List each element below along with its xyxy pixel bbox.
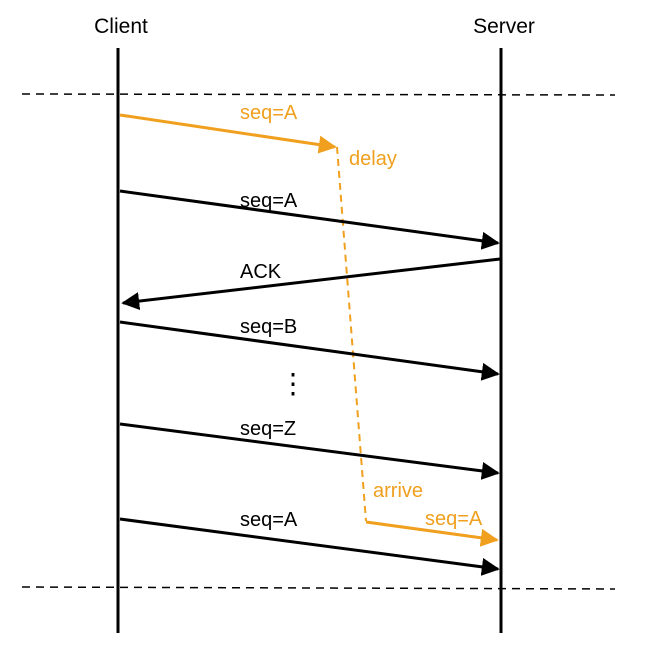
delayed-send-label: seq=A (240, 102, 298, 124)
message-label-seq-z: seq=Z (240, 418, 296, 440)
ellipsis: ⋮ (279, 368, 307, 399)
message-arrow-seq-b (119, 320, 500, 381)
ack-arrow (121, 257, 501, 311)
arrive-note: arrive (373, 480, 423, 502)
delayed-arrive-arrow (365, 520, 499, 547)
message-label-seq-b: seq=B (240, 316, 297, 338)
message-label-seq-a: seq=A (240, 190, 298, 212)
delayed-arrive-label: seq=A (425, 508, 483, 530)
delay-path (336, 146, 367, 522)
client-title: Client (94, 15, 148, 38)
ack-label: ACK (240, 261, 282, 283)
message-arrow-seq-a-retransmit (119, 517, 500, 576)
message-label-seq-a-retransmit: seq=A (240, 509, 298, 531)
delayed-send-arrow (119, 113, 337, 154)
server-title: Server (473, 15, 535, 38)
bottom-separator (21, 586, 616, 590)
top-separator (21, 93, 616, 96)
message-arrow-seq-a (119, 189, 500, 250)
message-arrow-seq-z (119, 422, 500, 480)
delay-note: delay (349, 148, 397, 170)
